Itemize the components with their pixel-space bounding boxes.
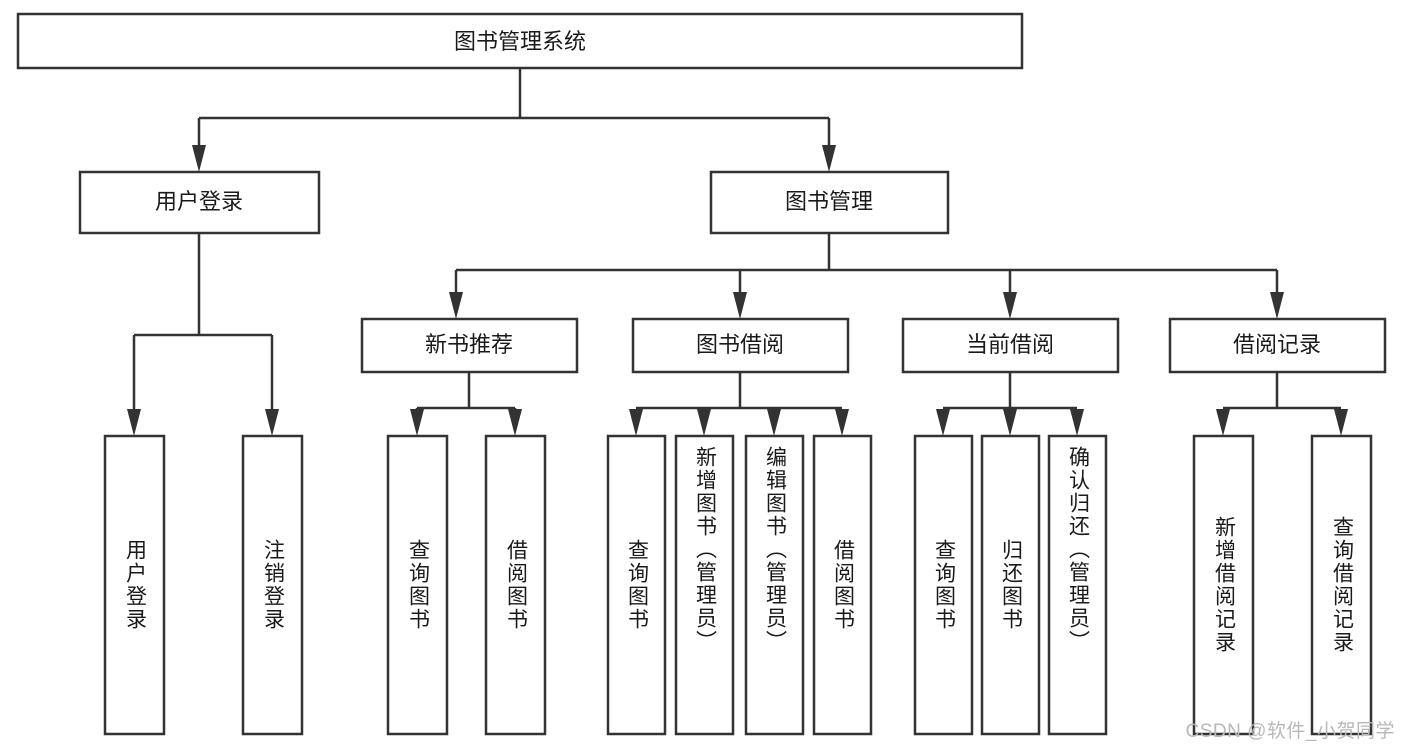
node-current-borrow-label: 当前借阅 [966,332,1054,357]
node-new-book-recommend[interactable]: 新书推荐 [360,317,579,374]
arrow-head-bookborrow-leaf-2 [697,409,711,436]
node-borrow-record[interactable]: 借阅记录 [1168,317,1387,374]
node-new-book-recommend-box[interactable] [360,317,579,374]
arrow-head-newbook-leaf-1 [410,409,424,436]
node-borrow-record-box[interactable] [1168,317,1387,374]
leaf-box-user-login-2[interactable] [241,434,304,736]
leaf-box-book-borrow-1[interactable] [606,434,667,736]
node-book-management-box[interactable] [709,170,950,235]
connector-group [127,68,1348,436]
leaf-box-new-book-2[interactable] [484,434,547,736]
node-root[interactable]: 图书管理系统 [16,12,1024,70]
node-new-book-recommend-label: 新书推荐 [425,332,513,357]
node-user-login-label: 用户登录 [155,189,243,214]
arrow-head-leaf-user-login [127,409,141,436]
leaf-box-borrow-record-1[interactable] [1192,434,1255,736]
node-book-management-label: 图书管理 [785,189,873,214]
node-user-login-box[interactable] [78,170,321,235]
watermark-text: CSDN @软件_小贺同学 [1185,721,1395,742]
leaf-box-book-borrow-2[interactable] [674,434,735,736]
leaf-box-borrow-record-2[interactable] [1310,434,1373,736]
arrow-head-bookborrow-leaf-3 [767,409,781,436]
arrow-head-book-borrow [733,292,747,319]
arrow-head-user-login [192,145,206,172]
leaf-box-current-borrow-3[interactable] [1047,434,1108,736]
leaf-box-current-borrow-1[interactable] [913,434,974,736]
node-book-management[interactable]: 图书管理 [709,170,950,235]
arrow-head-bookborrow-leaf-4 [835,409,849,436]
node-current-borrow[interactable]: 当前借阅 [901,317,1120,374]
node-borrow-record-label: 借阅记录 [1233,332,1321,357]
leaf-box-book-borrow-3[interactable] [744,434,805,736]
node-root-box[interactable] [16,12,1024,70]
arrow-head-newbook-leaf-2 [508,409,522,436]
node-user-login[interactable]: 用户登录 [78,170,321,235]
node-book-borrow[interactable]: 图书借阅 [631,317,850,374]
arrow-head-currentborrow-leaf-2 [1003,409,1017,436]
arrow-head-bookborrow-leaf-1 [629,409,643,436]
arrow-head-currentborrow-leaf-3 [1070,409,1084,436]
arrow-head-borrow-record [1270,292,1284,319]
leaf-box-current-borrow-2[interactable] [980,434,1041,736]
arrow-head-leaf-logout [265,409,279,436]
node-book-borrow-label: 图书借阅 [696,332,784,357]
node-book-borrow-box[interactable] [631,317,850,374]
arrow-head-current-borrow [1003,292,1017,319]
arrow-head-borrowrecord-leaf-2 [1334,409,1348,436]
leaf-box-new-book-1[interactable] [386,434,449,736]
node-current-borrow-box[interactable] [901,317,1120,374]
arrow-head-currentborrow-leaf-1 [936,409,950,436]
leaf-box-user-login-1[interactable] [103,434,166,736]
arrow-head-book-mgmt [822,145,836,172]
arrow-head-borrowrecord-leaf-1 [1216,409,1230,436]
node-root-label: 图书管理系统 [454,29,586,54]
leaf-box-book-borrow-4[interactable] [812,434,873,736]
arrow-head-new-book [449,292,463,319]
